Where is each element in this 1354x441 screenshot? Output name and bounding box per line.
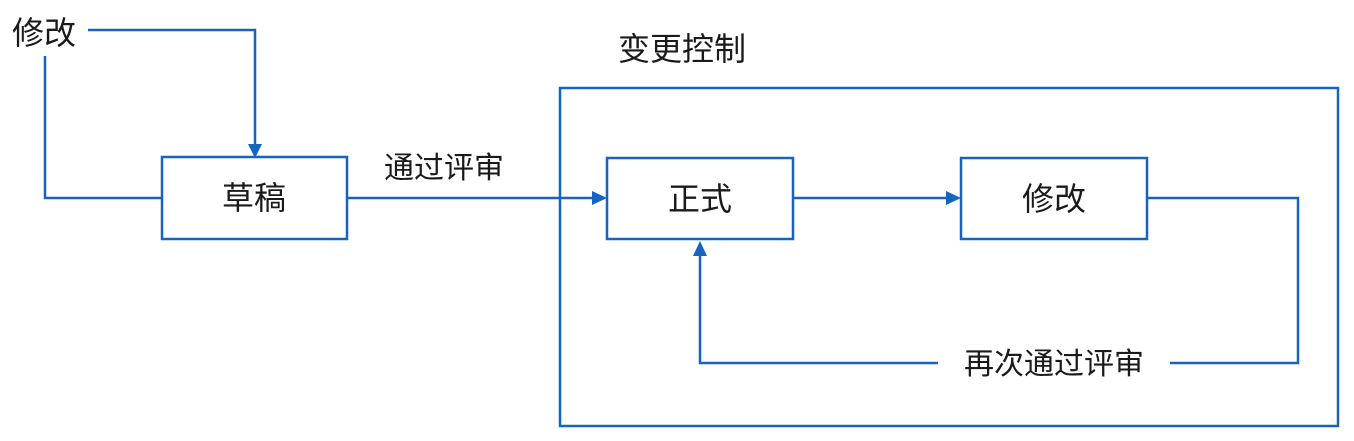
pass-review-again-label: 再次通过评审 [964, 347, 1144, 382]
node-draft-label: 草稿 [222, 179, 286, 217]
edge-draft-to-modify [43, 56, 162, 200]
edge-modify-to-formal [698, 196, 1300, 365]
node-formal-label: 正式 [668, 180, 732, 218]
node-draft [160, 155, 349, 241]
arrowhead-back-into-formal [693, 241, 707, 256]
edge-modify-to-draft [88, 28, 257, 146]
pass-review-label: 通过评审 [384, 151, 504, 186]
change-control-group-frame [558, 86, 1340, 428]
arrowhead-into-formal [592, 191, 607, 205]
change-control-title: 变更控制 [618, 30, 746, 68]
pass-review-again-label-bg [938, 342, 1170, 384]
node-modify-inner-label: 修改 [1022, 180, 1086, 218]
arrowhead-into-draft [248, 144, 262, 158]
modify-outer-label: 修改 [12, 14, 76, 52]
arrowhead-into-modify [946, 191, 961, 205]
